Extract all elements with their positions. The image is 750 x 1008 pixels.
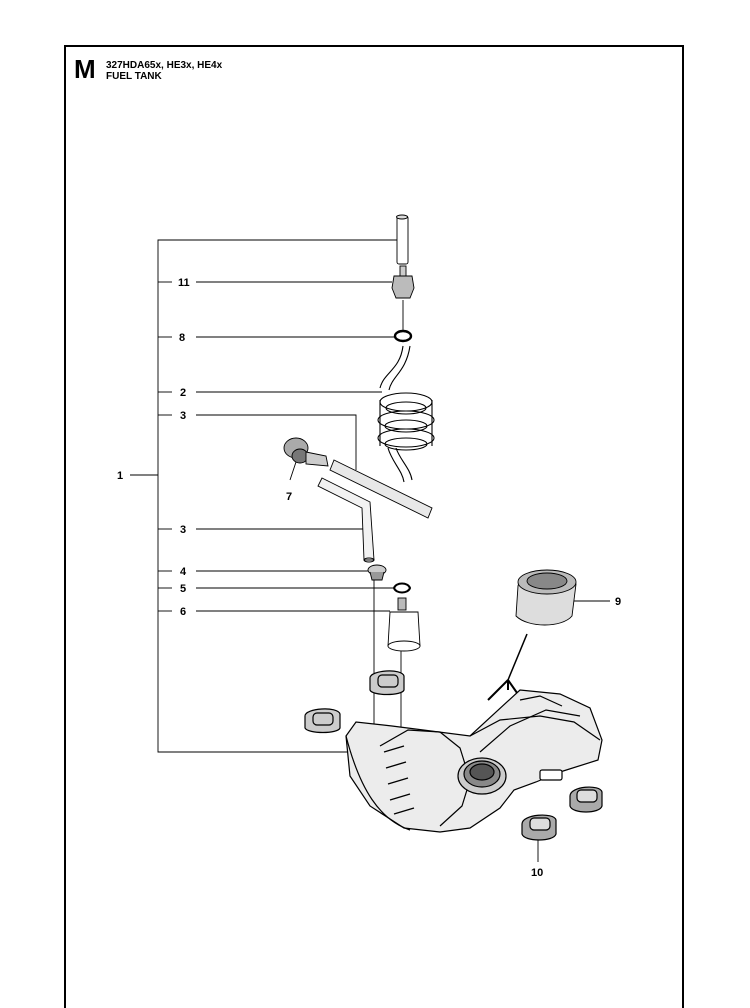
callout-2: 2 xyxy=(180,387,186,399)
damper-part-10 xyxy=(304,670,603,841)
fuel-cap-part-9 xyxy=(487,569,577,701)
fuel-tank xyxy=(345,689,603,833)
callout-3: 3 xyxy=(180,410,186,422)
breather-valve-part-7 xyxy=(283,437,433,563)
section-letter: M xyxy=(74,54,96,84)
clamp-part-5 xyxy=(392,582,412,594)
leader-3-upper xyxy=(196,414,357,460)
callout-9: 9 xyxy=(615,596,621,608)
coiled-hose-part-2 xyxy=(377,345,435,483)
o-ring-part-8 xyxy=(393,329,413,343)
model-list: 327HDA65x, HE3x, HE4x xyxy=(106,60,223,71)
callout-5: 5 xyxy=(180,583,186,595)
callout-4: 4 xyxy=(180,566,187,578)
drawing-frame xyxy=(64,45,684,1008)
leader-7 xyxy=(289,461,297,481)
fuel-filter-part-6 xyxy=(387,597,421,652)
grommet-part-4 xyxy=(367,564,387,581)
valve-part-11 xyxy=(391,265,415,299)
tube-connector xyxy=(396,214,409,265)
callout-11: 11 xyxy=(178,277,190,289)
callout-1: 1 xyxy=(117,470,123,482)
callout-7: 7 xyxy=(286,491,292,503)
callout-6: 6 xyxy=(180,606,186,618)
callout-8: 8 xyxy=(179,332,185,344)
callout-10: 10 xyxy=(531,867,543,879)
page-title: FUEL TANK xyxy=(106,71,162,82)
callout-3: 3 xyxy=(180,524,186,536)
leader-assembly-bracket xyxy=(157,239,400,753)
